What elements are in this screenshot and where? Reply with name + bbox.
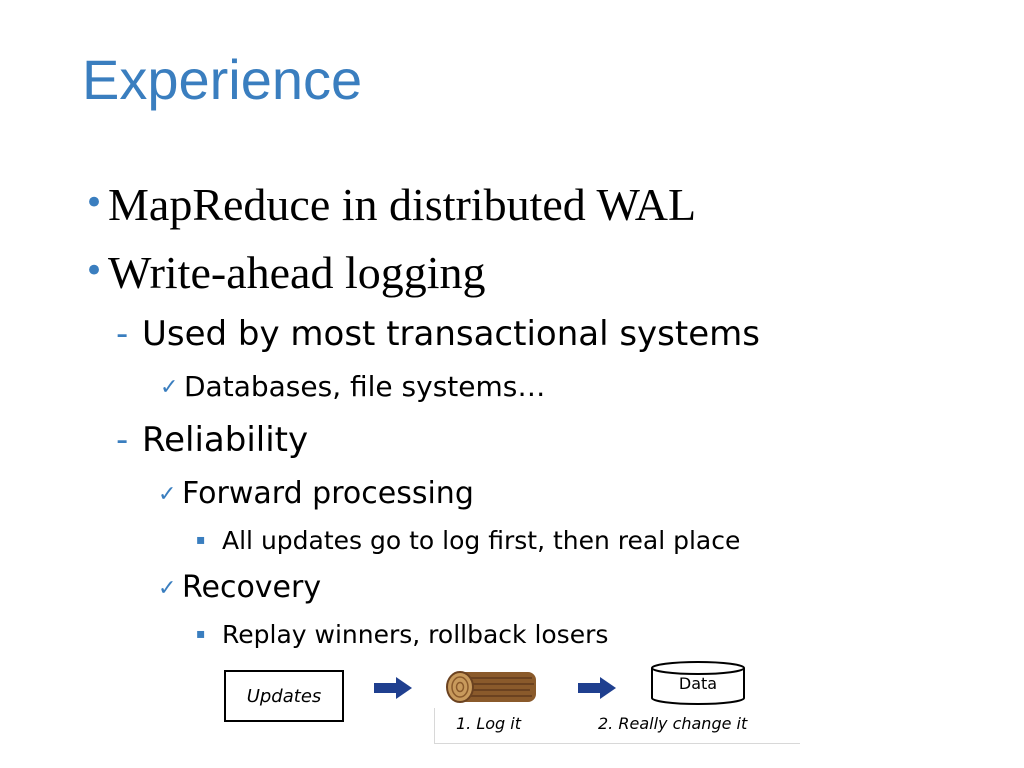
sub-bullet-transactional: -Used by most transactional systems [116,314,760,354]
square-item-updates-log-first: ▪ All updates go to log first, then real … [196,526,740,555]
bullet-mapreduce: •MapReduce in distributed WAL [84,178,696,231]
data-label: Data [678,674,718,693]
sub-bullet-text: Reliability [142,420,309,460]
updates-box: Updates [224,670,344,722]
square-item-text: Replay winners, rollback losers [222,620,609,649]
bullet-mark: • [84,183,105,223]
slide-title: Experience [82,48,363,111]
bullet-text: Write-ahead logging [108,247,486,298]
dash-mark: - [116,420,129,460]
bullet-mark: • [84,251,105,291]
step-really-change-it: 2. Really change it [598,714,748,733]
sub-bullet-reliability: -Reliability [116,420,308,460]
dash-mark: - [116,314,129,354]
right-arrow-icon [374,677,412,699]
square-bullet-icon: ▪ [196,626,206,642]
check-item-databases: ✓Databases, file systems… [160,370,545,403]
square-item-replay: ▪ Replay winners, rollback losers [196,620,608,649]
right-arrow-icon [578,677,616,699]
wooden-log-icon [446,671,536,703]
square-bullet-icon: ▪ [196,532,206,548]
bullet-text: MapReduce in distributed WAL [108,179,697,230]
sub-bullet-text: Used by most transactional systems [142,314,760,354]
check-icon: ✓ [158,482,177,507]
square-item-text: All updates go to log first, then real p… [222,526,741,555]
check-item-forward-processing: ✓Forward processing [158,476,474,511]
check-item-recovery: ✓Recovery [158,570,321,605]
diagram-caption-bar [434,708,800,744]
check-item-text: Forward processing [182,476,474,511]
check-item-text: Databases, file systems… [184,370,546,403]
step-log-it: 1. Log it [456,714,522,733]
bullet-write-ahead-logging: •Write-ahead logging [84,246,486,299]
check-item-text: Recovery [182,570,322,605]
check-icon: ✓ [160,375,179,400]
database-cylinder-icon [651,661,745,705]
check-icon: ✓ [158,576,177,601]
